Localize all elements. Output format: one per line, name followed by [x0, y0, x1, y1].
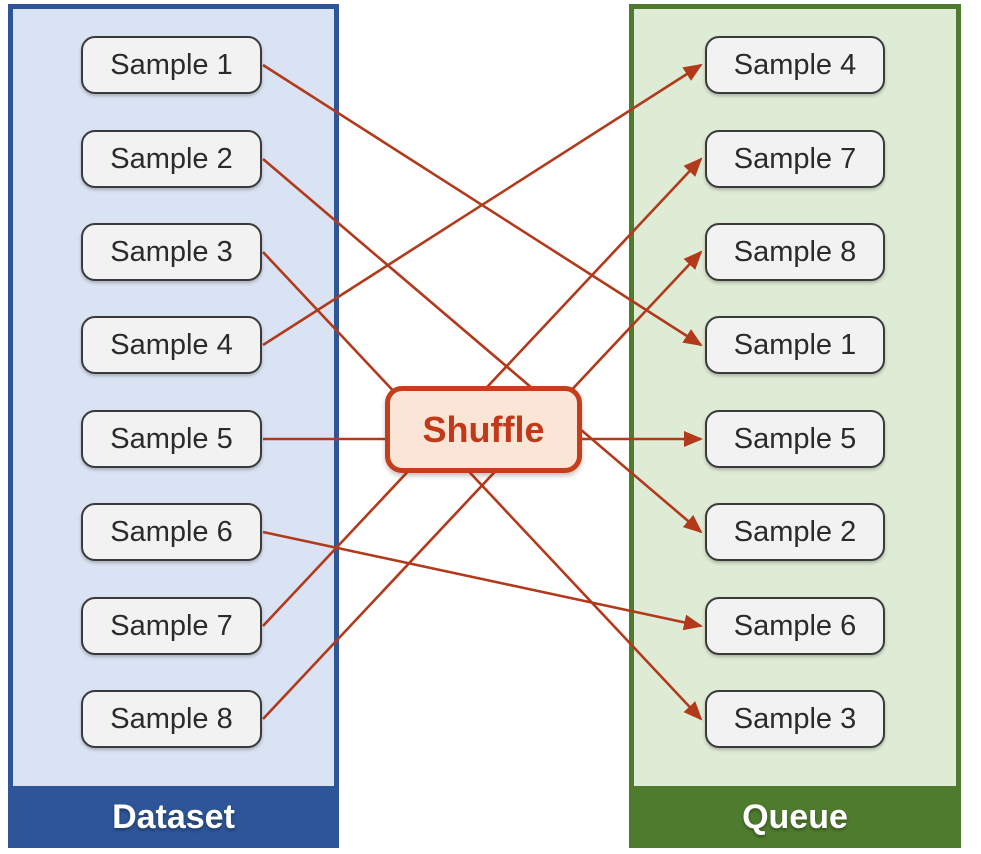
dataset-sample-box: Sample 4: [81, 316, 262, 374]
dataset-sample-box: Sample 3: [81, 223, 262, 281]
queue-sample-box: Sample 6: [705, 597, 885, 655]
queue-sample-box: Sample 8: [705, 223, 885, 281]
queue-label-band: Queue: [629, 786, 961, 848]
queue-label: Queue: [742, 797, 848, 836]
queue-sample-box: Sample 3: [705, 690, 885, 748]
dataset-sample-box: Sample 6: [81, 503, 262, 561]
queue-sample-box: Sample 4: [705, 36, 885, 94]
shuffle-label: Shuffle: [422, 408, 545, 450]
dataset-label: Dataset: [112, 797, 235, 836]
dataset-sample-box: Sample 5: [81, 410, 262, 468]
queue-sample-box: Sample 1: [705, 316, 885, 374]
dataset-label-band: Dataset: [8, 786, 339, 848]
queue-sample-box: Sample 7: [705, 130, 885, 188]
dataset-sample-box: Sample 1: [81, 36, 262, 94]
queue-sample-box: Sample 5: [705, 410, 885, 468]
dataset-sample-box: Sample 8: [81, 690, 262, 748]
queue-sample-box: Sample 2: [705, 503, 885, 561]
shuffle-box: Shuffle: [385, 386, 582, 473]
dataset-sample-box: Sample 7: [81, 597, 262, 655]
dataset-sample-box: Sample 2: [81, 130, 262, 188]
